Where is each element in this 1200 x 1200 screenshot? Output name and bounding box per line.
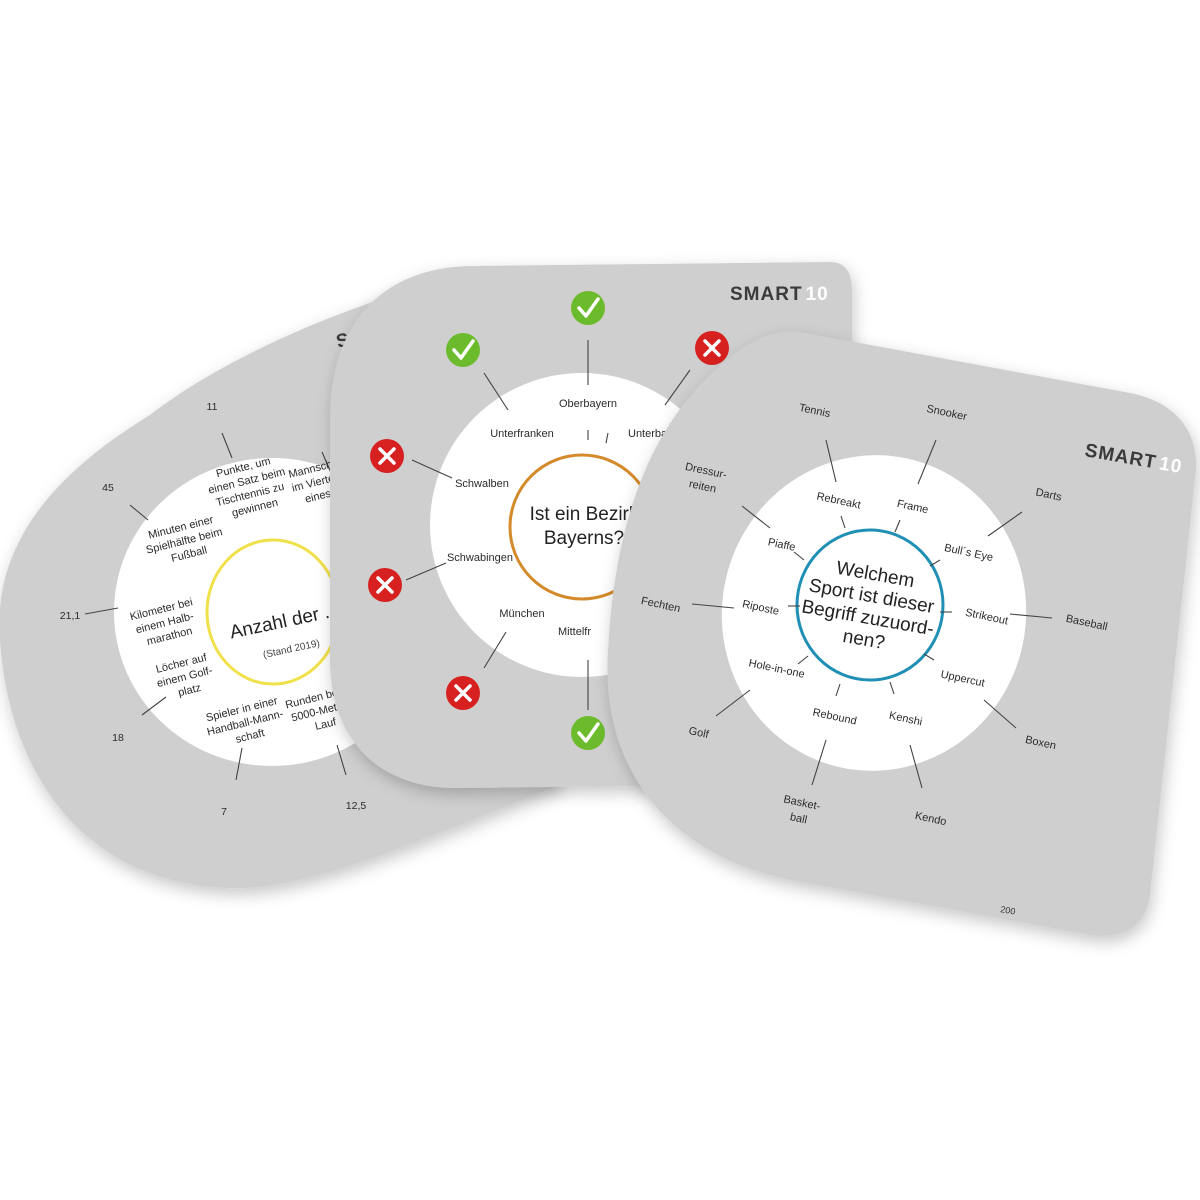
card-middle-mark-7-check-icon — [571, 716, 605, 750]
card-middle-spokes — [405, 340, 691, 710]
card-middle-item-6: München — [499, 608, 544, 620]
card-middle-item-2: Unterfranken — [490, 428, 554, 440]
card-middle-item-1: Oberbayern — [559, 398, 617, 410]
card-right-number: 200 — [1000, 904, 1017, 916]
card-middle-item-5: Schwabingen — [447, 552, 513, 564]
card-left-answer-3: 45 — [102, 482, 114, 494]
card-left-answer-7: 12,5 — [346, 800, 367, 812]
card-middle-question-line2: Bayerns? — [544, 528, 624, 549]
card-left-answer-4: 21,1 — [60, 610, 81, 622]
svg-text:reiten: reiten — [688, 478, 717, 495]
card-middle-mark-3-cross-icon — [695, 331, 729, 365]
card-middle-mark-4-cross-icon — [370, 439, 404, 473]
svg-text:Kilometer bei einem Ha: Kilometer bei einem Halb- marathon — [129, 595, 204, 650]
card-right-ring — [795, 528, 945, 682]
card-left-answer-5: 18 — [112, 732, 124, 744]
card-right-spokes — [691, 439, 1053, 789]
card-middle-mark-5-cross-icon — [368, 568, 402, 602]
svg-text:ball: ball — [789, 811, 808, 826]
card-right: Welchem Sport ist dieser Begriff zuzuord… — [607, 331, 1197, 936]
card-left-item-4: Kilometer bei einem Halb- marathon — [129, 595, 204, 650]
card-middle-item-7: Mittelfr — [558, 626, 591, 638]
card-right-answer-8: Golf — [688, 725, 711, 741]
card-middle-mark-2-check-icon — [446, 333, 480, 367]
card-middle-mark-6-cross-icon — [446, 676, 480, 710]
card-middle-question-line1: Ist ein Bezirk — [530, 504, 639, 525]
card-left-answer-1: 11 — [207, 401, 218, 413]
card-middle-mark-1-check-icon — [571, 291, 605, 325]
card-right-term-10: Piaffe — [767, 536, 797, 554]
card-middle-item-4: Schwalben — [455, 478, 509, 490]
card-left-spokes — [84, 432, 347, 781]
card-middle-item-3: Unterba — [628, 428, 668, 440]
card-left-answer-6: 7 — [221, 806, 227, 818]
card-right-answer-3: Darts — [1035, 486, 1064, 503]
